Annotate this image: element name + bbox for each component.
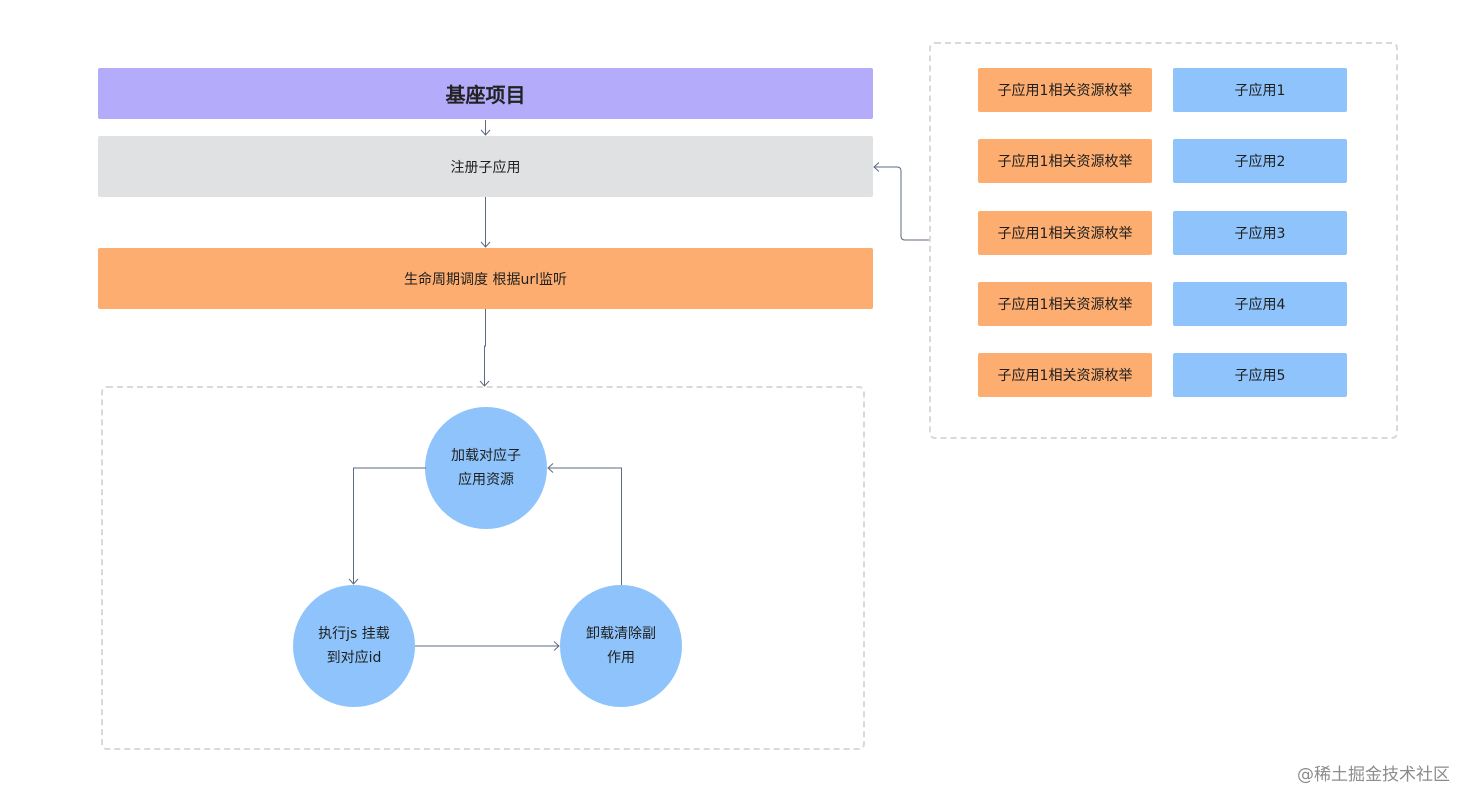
arrowhead-register-lifecycle bbox=[480, 241, 491, 248]
subapp-resource-label: 子应用1相关资源枚举 bbox=[997, 368, 1133, 384]
subapp-name-label: 子应用2 bbox=[1234, 154, 1286, 170]
subapp-resource-5: 子应用1相关资源枚举 bbox=[978, 353, 1152, 397]
arrowhead-title-register bbox=[480, 129, 491, 136]
base-project-box: 基座项目 bbox=[98, 68, 873, 119]
arrowhead-lifecycle-container bbox=[479, 380, 490, 387]
arrowhead-mount-unmount bbox=[553, 641, 560, 651]
subapp-name-label: 子应用1 bbox=[1234, 83, 1286, 99]
register-subapp-box: 注册子应用 bbox=[98, 136, 873, 197]
unmount-label: 卸载清除副 作用 bbox=[586, 626, 656, 666]
lifecycle-label: 生命周期调度 根据url监听 bbox=[404, 271, 567, 288]
subapp-name-label: 子应用5 bbox=[1234, 368, 1286, 384]
watermark: @稀土掘金技术社区 bbox=[1297, 760, 1450, 785]
subapp-resource-3: 子应用1相关资源枚举 bbox=[978, 211, 1152, 255]
connector-lifecycle-container bbox=[484, 309, 486, 386]
subapp-resource-2: 子应用1相关资源枚举 bbox=[978, 139, 1152, 183]
connector-subapps-register bbox=[874, 166, 929, 241]
load-resources-label: 加载对应子 应用资源 bbox=[451, 448, 521, 488]
arrowhead-subapps-register bbox=[873, 162, 880, 172]
subapp-1: 子应用1 bbox=[1173, 68, 1347, 112]
subapp-name-label: 子应用4 bbox=[1234, 297, 1286, 313]
subapp-resource-label: 子应用1相关资源枚举 bbox=[997, 297, 1133, 313]
lifecycle-container bbox=[101, 386, 865, 750]
subapp-container bbox=[929, 42, 1398, 439]
mount-label: 执行js 挂载 到对应id bbox=[318, 626, 390, 666]
subapp-resource-4: 子应用1相关资源枚举 bbox=[978, 282, 1152, 326]
subapp-3: 子应用3 bbox=[1173, 211, 1347, 255]
subapp-resource-label: 子应用1相关资源枚举 bbox=[997, 226, 1133, 242]
unmount-node: 卸载清除副 作用 bbox=[560, 585, 682, 707]
register-subapp-label: 注册子应用 bbox=[450, 159, 521, 176]
load-resources-node: 加载对应子 应用资源 bbox=[425, 407, 547, 529]
lifecycle-box: 生命周期调度 根据url监听 bbox=[98, 248, 873, 309]
subapp-resource-label: 子应用1相关资源枚举 bbox=[997, 154, 1133, 170]
subapp-resource-1: 子应用1相关资源枚举 bbox=[978, 68, 1152, 112]
arrowhead-unmount-load bbox=[547, 463, 554, 473]
subapp-name-label: 子应用3 bbox=[1234, 226, 1286, 242]
subapp-4: 子应用4 bbox=[1173, 282, 1347, 326]
connector-unmount-load bbox=[548, 467, 622, 585]
watermark-text: @稀土掘金技术社区 bbox=[1297, 765, 1450, 785]
mount-node: 执行js 挂载 到对应id bbox=[293, 585, 415, 707]
arrowhead-load-mount bbox=[348, 578, 359, 585]
subapp-2: 子应用2 bbox=[1173, 139, 1347, 183]
subapp-resource-label: 子应用1相关资源枚举 bbox=[997, 83, 1133, 99]
base-project-label: 基座项目 bbox=[445, 83, 526, 107]
connector-load-mount bbox=[353, 467, 426, 584]
subapp-5: 子应用5 bbox=[1173, 353, 1347, 397]
